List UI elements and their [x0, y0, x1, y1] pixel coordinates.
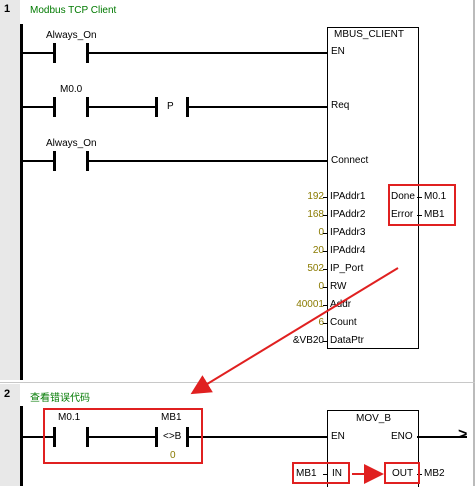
rung2-wire-right — [189, 106, 327, 108]
rung2-wire-mid — [89, 106, 155, 108]
network2-comment[interactable]: 查看错误代码 — [30, 393, 90, 404]
pin-ipaddr2: IPAddr2 — [330, 209, 366, 220]
compare-contact-right[interactable] — [186, 427, 189, 447]
contact-m01-label: M0.1 — [58, 412, 81, 423]
rw-tick — [323, 287, 328, 288]
contact-always-on-1-label: Always_On — [46, 30, 97, 41]
pin-mov-en: EN — [331, 431, 345, 442]
rung2-wire-left — [23, 106, 53, 108]
out-highlight-box — [384, 462, 420, 484]
pin-dataptr: DataPtr — [330, 335, 364, 346]
addr-value[interactable]: 40001 — [296, 299, 324, 310]
network-separator — [0, 382, 475, 383]
done-output-value[interactable]: M0.1 — [424, 191, 447, 202]
contact-always-on-2-left[interactable] — [53, 151, 56, 171]
p-contact-left[interactable] — [155, 97, 158, 117]
network1-comment[interactable]: Modbus TCP Client — [30, 5, 117, 16]
ipaddr4-value[interactable]: 20 — [312, 245, 324, 256]
mov-out-value[interactable]: MB2 — [424, 468, 445, 479]
pin-ip-port: IP_Port — [330, 263, 364, 274]
ipaddr3-value[interactable]: 0 — [318, 227, 324, 238]
mov-in-value[interactable]: MB1 — [296, 468, 317, 479]
dataptr-tick — [323, 341, 328, 342]
addr-tick — [323, 305, 328, 306]
ipaddr4-tick — [323, 251, 328, 252]
n2-wire-mid — [89, 436, 155, 438]
p-contact-right[interactable] — [186, 97, 189, 117]
error-output-value[interactable]: MB1 — [424, 209, 445, 220]
ip-port-value[interactable]: 502 — [307, 263, 324, 274]
done-tick — [417, 197, 422, 198]
contact-m00-right[interactable] — [86, 97, 89, 117]
network2-power-rail — [20, 406, 23, 486]
pin-en: EN — [331, 46, 345, 57]
arrow-error-to-compare — [190, 267, 399, 395]
right-edge — [473, 0, 475, 486]
pin-done: Done — [391, 191, 415, 202]
eno-wire — [417, 436, 467, 438]
compare-operand-label: MB1 — [161, 412, 182, 423]
network1-power-rail — [20, 24, 23, 380]
eno-arrow: > — [458, 426, 468, 443]
compare-highlight-box — [43, 408, 203, 464]
rung3-wire-right — [89, 160, 327, 162]
contact-always-on-2-label: Always_On — [46, 138, 97, 149]
dataptr-value[interactable]: &VB20 — [292, 335, 324, 346]
contact-m00-left[interactable] — [53, 97, 56, 117]
pin-ipaddr1: IPAddr1 — [330, 191, 366, 202]
outputs-highlight-box — [388, 184, 456, 226]
contact-m01-left[interactable] — [53, 427, 56, 447]
mbus-client-title: MBUS_CLIENT — [334, 29, 405, 40]
in-highlight-box — [292, 462, 350, 484]
count-value[interactable]: 6 — [318, 317, 324, 328]
contact-always-on-1-right[interactable] — [86, 43, 89, 63]
mbus-client-block[interactable] — [327, 27, 419, 349]
ipaddr2-value[interactable]: 168 — [307, 209, 324, 220]
rung3-wire-left — [23, 160, 53, 162]
pin-mov-in: IN — [332, 468, 342, 479]
pin-ipaddr3: IPAddr3 — [330, 227, 366, 238]
pin-connect: Connect — [331, 155, 369, 166]
pin-mov-out: OUT — [392, 468, 414, 479]
n2-wire-right — [189, 436, 327, 438]
n2-wire-left — [23, 436, 53, 438]
p-contact-label: P — [167, 101, 174, 112]
pin-req: Req — [331, 100, 350, 111]
contact-m00-label: M0.0 — [60, 84, 83, 95]
contact-always-on-2-right[interactable] — [86, 151, 89, 171]
pin-count: Count — [330, 317, 357, 328]
pin-mov-eno: ENO — [391, 431, 413, 442]
pin-rw: RW — [330, 281, 347, 292]
rung1-wire-left — [23, 52, 53, 54]
ipaddr1-tick — [323, 197, 328, 198]
ip-port-tick — [323, 269, 328, 270]
rw-value[interactable]: 0 — [318, 281, 324, 292]
compare-contact-left[interactable] — [155, 427, 158, 447]
error-tick — [417, 215, 422, 216]
network2-gutter — [0, 384, 20, 486]
pin-error: Error — [391, 209, 414, 220]
network2-number[interactable]: 2 — [4, 388, 11, 400]
compare-operator: <>B — [163, 431, 182, 442]
pin-ipaddr4: IPAddr4 — [330, 245, 366, 256]
rung1-wire-right — [89, 52, 327, 54]
contact-m01-right[interactable] — [86, 427, 89, 447]
mov-b-title: MOV_B — [356, 413, 392, 424]
network1-gutter — [0, 0, 20, 380]
mov-in-tick — [323, 474, 328, 475]
network1-number[interactable]: 1 — [4, 3, 11, 15]
pin-addr: Addr — [330, 299, 352, 310]
compare-value[interactable]: 0 — [170, 450, 176, 461]
count-tick — [323, 323, 328, 324]
contact-always-on-1-left[interactable] — [53, 43, 56, 63]
ipaddr1-value[interactable]: 192 — [307, 191, 324, 202]
ipaddr2-tick — [323, 215, 328, 216]
ipaddr3-tick — [323, 233, 328, 234]
